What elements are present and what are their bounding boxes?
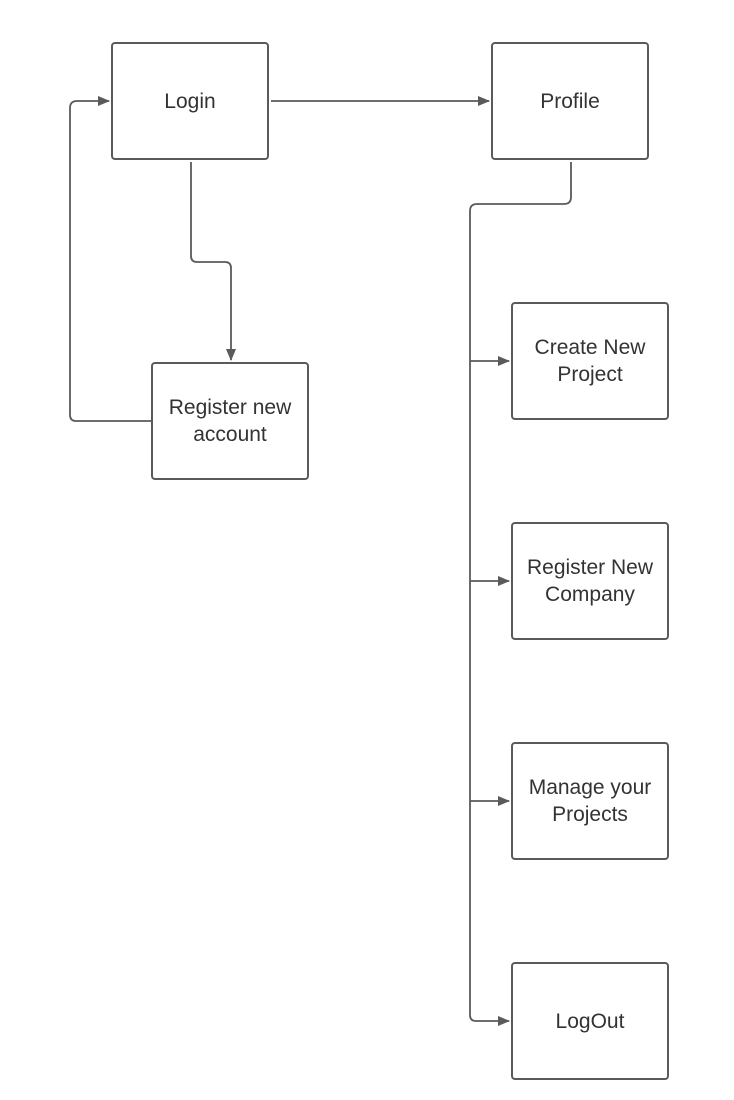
register-account-label: Register new account <box>168 396 292 446</box>
edge-profile-trunk <box>469 162 572 1026</box>
profile-node: Profile <box>491 42 649 160</box>
register-company-label: Register New Company <box>526 556 654 606</box>
logout-node: LogOut <box>511 962 669 1080</box>
create-project-node: Create New Project <box>511 302 669 420</box>
manage-projects-node: Manage your Projects <box>511 742 669 860</box>
login-label: Login <box>164 89 216 113</box>
login-node: Login <box>111 42 269 160</box>
edge-login-to-register-account <box>190 162 236 361</box>
logout-label: LogOut <box>555 1009 625 1033</box>
create-project-label: Create New Project <box>534 336 646 386</box>
register-company-node: Register New Company <box>511 522 669 640</box>
edge-register-account-to-login <box>69 96 151 422</box>
register-account-node: Register new account <box>151 362 309 480</box>
profile-label: Profile <box>540 89 600 113</box>
manage-projects-label: Manage your Projects <box>528 776 652 826</box>
